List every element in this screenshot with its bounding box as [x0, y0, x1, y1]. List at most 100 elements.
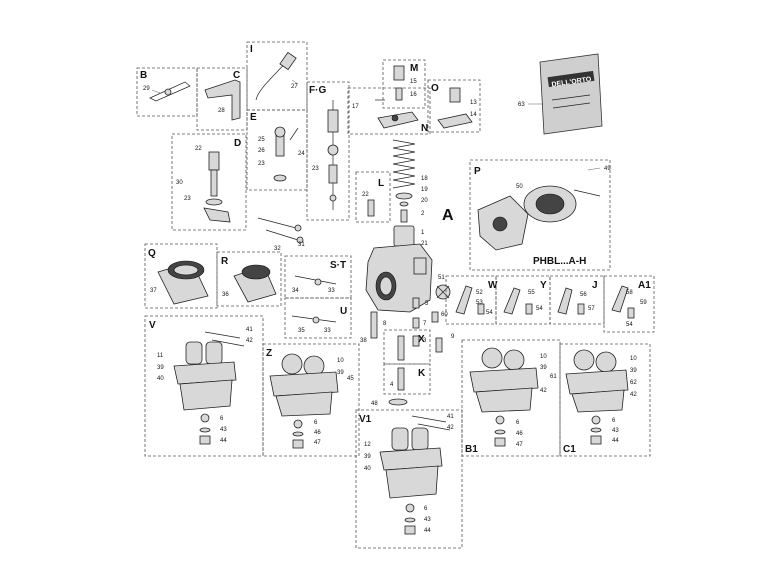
part-56: 56 — [580, 292, 587, 298]
part-50: 50 — [516, 184, 523, 190]
part-13: 13 — [470, 100, 477, 106]
part-39-v1: 39 — [364, 454, 371, 460]
section-fg: F·G 24 23 — [298, 81, 350, 221]
main-title: A — [442, 207, 454, 224]
section-fg-label: F·G — [309, 85, 326, 96]
part-9: 9 — [451, 334, 455, 340]
section-o: O 13 14 — [427, 79, 481, 133]
part-4: 4 — [390, 382, 394, 388]
part-48-group: 48 — [371, 398, 408, 407]
section-m-label: M — [410, 63, 418, 74]
part-42-v: 42 — [246, 338, 253, 344]
section-e: E 25 26 23 — [246, 109, 308, 191]
section-z: Z 10 39 45 6 46 47 — [262, 343, 360, 457]
part-41-v: 41 — [246, 327, 253, 333]
part-63: 63 — [518, 102, 525, 108]
section-d: D 22 30 23 — [171, 133, 247, 231]
lever-part — [149, 81, 191, 102]
section-b1-label: B1 — [465, 444, 478, 455]
section-x: X — [383, 329, 431, 365]
part-1: 1 — [421, 230, 425, 236]
part-25: 25 — [258, 137, 265, 143]
section-z-label: Z — [266, 348, 272, 359]
part-22-d: 22 — [195, 146, 202, 152]
section-n: N 17 — [347, 87, 431, 135]
section-r-label: R — [221, 256, 229, 267]
part-48: 48 — [371, 401, 378, 407]
part-44-v: 44 — [220, 438, 227, 444]
part-32: 32 — [274, 246, 281, 252]
part-40-v: 40 — [157, 376, 164, 382]
model-label: PHBL...A-H — [533, 256, 586, 267]
section-l: L 22 — [355, 171, 391, 223]
section-i: I 27 — [246, 41, 308, 111]
part-5: 5 — [425, 301, 429, 307]
part-7: 7 — [423, 321, 427, 327]
section-j-label: J — [592, 280, 598, 291]
part-27: 27 — [291, 84, 298, 90]
part-18: 18 — [421, 176, 428, 182]
gasket-kit-bag: DELL'ORTO 63 — [518, 53, 603, 135]
part-33-u: 33 — [324, 328, 331, 334]
part-54-a1: 54 — [626, 322, 633, 328]
part-42-b1: 42 — [540, 388, 547, 394]
section-c1: C1 10 39 62 42 6 43 44 — [559, 343, 651, 457]
part-30: 30 — [176, 180, 183, 186]
part-8: 8 — [383, 321, 387, 327]
part-60: 60 — [441, 312, 448, 318]
part-10-b1: 10 — [540, 354, 547, 360]
part-57: 57 — [588, 306, 595, 312]
part-45: 45 — [347, 376, 354, 382]
part-46-z: 46 — [314, 430, 321, 436]
part-6-v1: 6 — [424, 506, 428, 512]
section-m: M 15 16 — [382, 59, 426, 109]
part-6-v: 6 — [220, 416, 224, 422]
part-10-c1: 10 — [630, 356, 637, 362]
section-b1: B1 10 39 61 42 6 46 47 — [461, 339, 561, 457]
part-49: 49 — [604, 166, 611, 172]
part-17: 17 — [352, 104, 359, 110]
section-w-label: W — [488, 280, 498, 291]
part-23: 23 — [258, 161, 265, 167]
part-39-z: 39 — [337, 370, 344, 376]
part-23-fg: 23 — [312, 166, 319, 172]
part-42-c1: 42 — [630, 392, 637, 398]
section-b: B 29 — [136, 67, 198, 117]
section-x-label: X — [418, 334, 425, 345]
section-w: W 52 53 54 — [445, 275, 498, 325]
part-38: 38 — [360, 338, 367, 344]
section-j: J 56 57 — [549, 275, 605, 325]
section-y: Y 55 54 — [495, 275, 551, 325]
part-35: 35 — [298, 328, 305, 334]
part-39-b1: 39 — [540, 365, 547, 371]
part-47-z: 47 — [314, 440, 321, 446]
part-40-v1: 40 — [364, 466, 371, 472]
section-p: P 49 50 PHBL...A-H — [469, 159, 611, 271]
part-34: 34 — [292, 288, 299, 294]
part-47-b1: 47 — [516, 442, 523, 448]
section-u-label: U — [340, 306, 347, 317]
section-r: R 36 — [216, 251, 282, 307]
part-16: 16 — [410, 92, 417, 98]
part-39-v: 39 — [157, 365, 164, 371]
section-b-label: B — [140, 70, 147, 81]
part-15: 15 — [410, 79, 417, 85]
section-v1: V1 41 42 12 39 40 6 43 44 — [355, 409, 463, 549]
section-d-label: D — [234, 138, 241, 149]
section-n-label: N — [421, 123, 428, 134]
part-12: 12 — [364, 442, 371, 448]
part-52: 52 — [476, 290, 483, 296]
part-28: 28 — [218, 108, 225, 114]
section-o-label: O — [431, 83, 439, 94]
part-51: 51 — [438, 275, 445, 281]
section-p-label: P — [474, 166, 481, 177]
section-q: Q 37 — [144, 243, 218, 309]
part-6-b1: 6 — [516, 420, 520, 426]
part-55: 55 — [528, 290, 535, 296]
section-v: V 41 42 11 39 40 6 43 44 — [144, 315, 264, 457]
part-26: 26 — [258, 148, 265, 154]
section-a1-label: A1 — [638, 280, 651, 291]
part-2: 2 — [421, 211, 425, 217]
carburetor-body: 18 19 20 2 1 21 — [365, 139, 433, 313]
